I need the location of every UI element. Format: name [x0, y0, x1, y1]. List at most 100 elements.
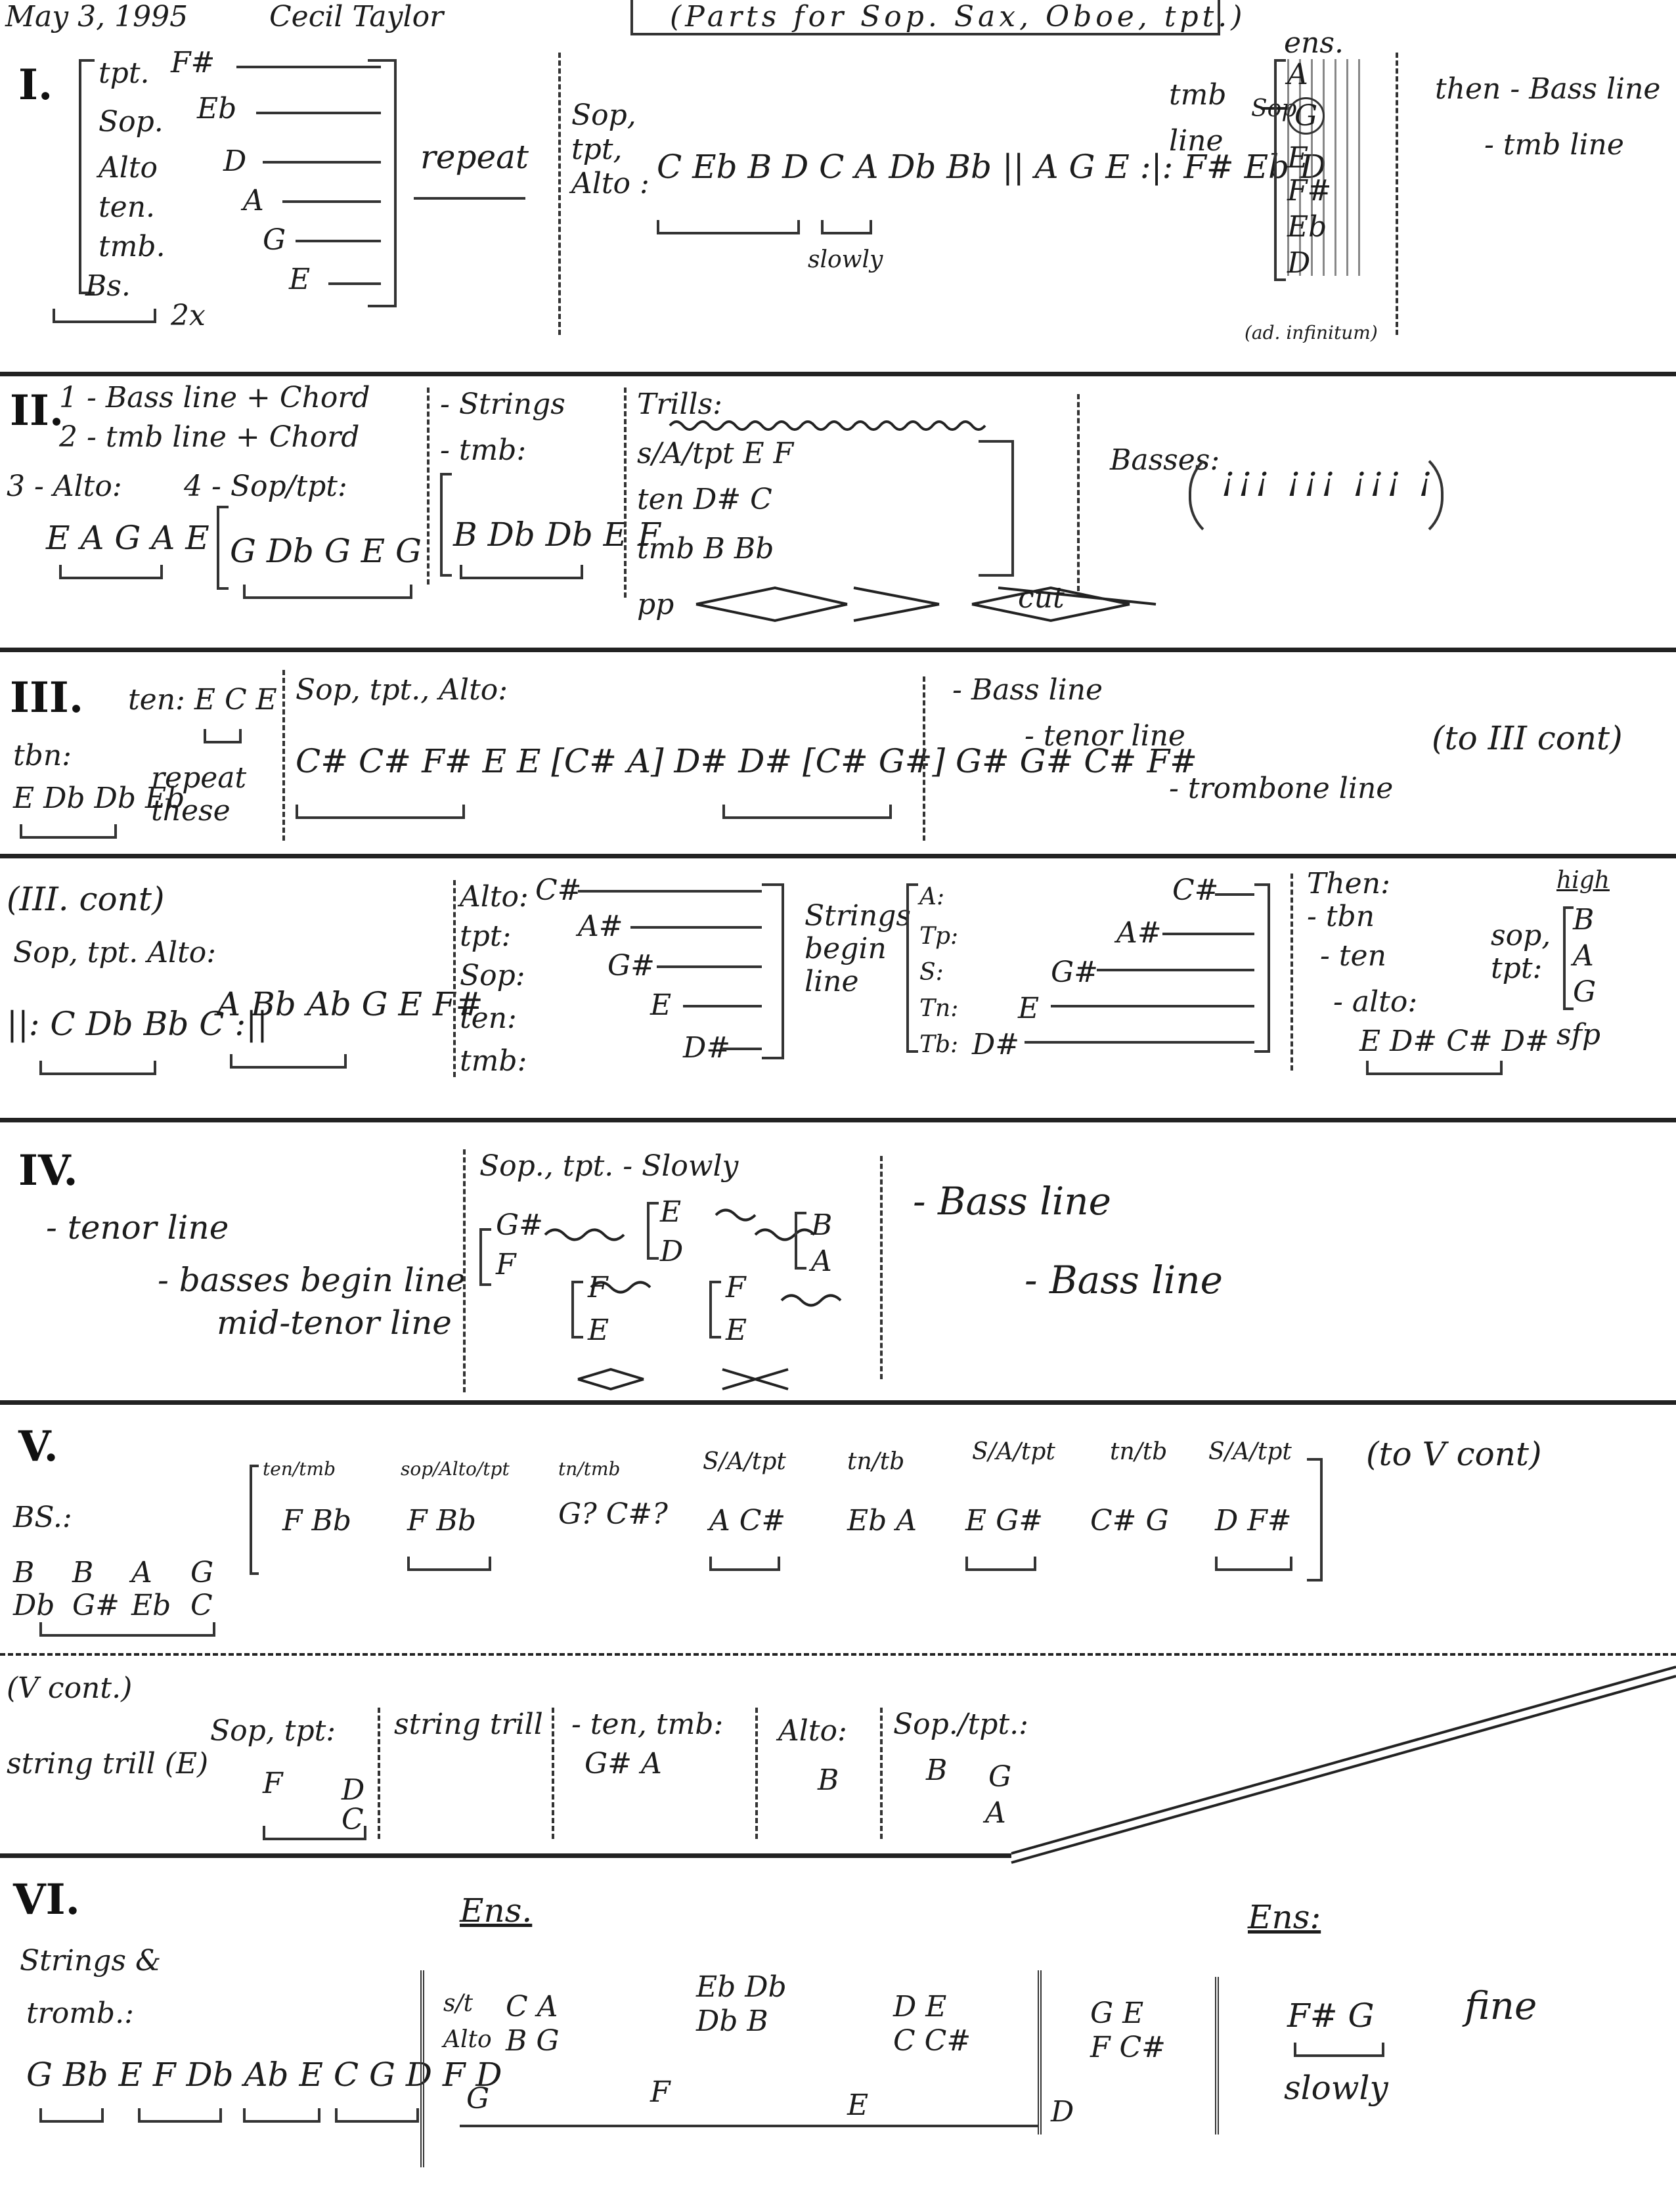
- s5c-n2-b: B: [926, 1754, 948, 1787]
- s4-n-e3: E: [726, 1314, 747, 1347]
- s2-sop-tpt: 4 - Sop/tpt:: [184, 470, 347, 503]
- s6-open-bar: [420, 1970, 433, 2167]
- s3c-part-alto: Alto:: [460, 880, 529, 914]
- s3c-part-sop: Sop:: [460, 959, 525, 992]
- title-box: [630, 0, 1220, 35]
- s5c-n2-g: G: [988, 1760, 1012, 1794]
- section-i-numeral: I.: [18, 60, 53, 110]
- s6-fine: fine: [1465, 1983, 1537, 2028]
- s2-pp: pp: [637, 588, 674, 621]
- s3c-then-alto: - alto:: [1333, 985, 1418, 1019]
- inst-tmb: tmb.: [99, 230, 165, 263]
- s3-sta: Sop, tpt., Alto:: [296, 673, 508, 707]
- s6-final: F# G: [1287, 1997, 1375, 2035]
- s2-tmb: - tmb:: [440, 433, 527, 467]
- s3c-sop-tpt: sop, tpt:: [1491, 919, 1551, 985]
- s1-melody: C Eb B D C A Db Bb || A G E :|: F# Eb D: [657, 148, 1327, 186]
- s3c-notes1: ||: C Db Bb C :||: [7, 1005, 268, 1043]
- s1-voices: Sop, tpt, Alto :: [571, 99, 650, 200]
- ens-note-eb: Eb: [1287, 210, 1327, 244]
- section-v-numeral: V.: [18, 1422, 58, 1471]
- s5-n4: A C#: [709, 1504, 786, 1537]
- s5-n6: E G#: [965, 1504, 1044, 1537]
- repeat-label: repeat: [420, 138, 529, 176]
- s5-g7: tn/tb: [1110, 1438, 1168, 1465]
- s3c-p2-tb: Tb:: [919, 1031, 959, 1058]
- s5c-n-d: D: [342, 1773, 365, 1807]
- note-g: G: [263, 223, 286, 257]
- s3c-n2-4: E: [1018, 992, 1040, 1025]
- s3c-then: Then:: [1307, 867, 1390, 900]
- trill-row-1: s/A/tpt E F: [637, 437, 794, 470]
- section-iv-numeral: IV.: [18, 1146, 78, 1195]
- s5-n2: F Bb: [407, 1504, 477, 1537]
- s3-to-cont: (to III cont): [1432, 719, 1623, 757]
- s6-chord-4: G E F C#: [1090, 1997, 1166, 2064]
- s3c-n2-2: A#: [1116, 916, 1162, 950]
- s4-n-e2: E: [660, 1195, 682, 1229]
- section-vi-numeral: VI.: [13, 1875, 80, 1924]
- s3c-sfp: sfp: [1556, 1018, 1601, 1051]
- rule-3: [0, 854, 1676, 858]
- s3c-n2-1: C#: [1172, 874, 1219, 907]
- ad-infinitum: (ad. infinitum): [1245, 322, 1378, 343]
- s3-tenor-line: - tenor line: [1025, 719, 1185, 753]
- s5c-n2-a: A: [985, 1796, 1006, 1830]
- s5c-string-trill-2: string trill: [394, 1708, 543, 1741]
- s5c-n-c: C: [342, 1803, 364, 1836]
- s3c-note-4: E: [650, 988, 672, 1022]
- s6-st: s/t: [443, 1990, 474, 2017]
- s5-n7: C# G: [1090, 1504, 1169, 1537]
- s3-tbn-notes: E Db Db Eb: [13, 782, 185, 815]
- s5c-ten-notes: G# A: [584, 1747, 662, 1781]
- date: May 3, 1995: [5, 0, 188, 33]
- s3c-n2-5: D#: [972, 1028, 1020, 1061]
- section-iii-numeral: III.: [10, 673, 84, 722]
- s5-n8: D F#: [1215, 1504, 1292, 1537]
- s3-repeat-these: repeat these: [151, 761, 247, 828]
- note-d: D: [223, 144, 247, 178]
- then-bass-line: then - Bass line: [1435, 72, 1661, 106]
- s2-bass-line: 1 - Bass line + Chord: [59, 381, 370, 414]
- s2-strings: - Strings: [440, 387, 565, 421]
- ens-note-e: E: [1287, 141, 1309, 175]
- s3-trombone-line: - trombone line: [1169, 772, 1394, 805]
- s4-tenor: - tenor line: [46, 1208, 229, 1247]
- s1-tmb-line: tmb line: [1169, 78, 1227, 158]
- rule-5: [0, 1400, 1676, 1405]
- s3c-alto-notes: E D# C# D#: [1359, 1025, 1549, 1058]
- s5-g6: S/A/tpt: [972, 1438, 1055, 1465]
- note-eb: Eb: [197, 92, 237, 125]
- composer: Cecil Taylor: [269, 0, 444, 33]
- s4-basses-begin: - basses begin line: [158, 1261, 466, 1299]
- s5-g3: tn/tmb: [558, 1458, 621, 1480]
- inst-bs: Bs.: [85, 269, 131, 303]
- parts-title: (Parts for Sop. Sax, Oboe, tpt.): [670, 0, 1246, 33]
- s5-n3: G? C#?: [558, 1497, 668, 1531]
- section-ii-numeral: II.: [10, 386, 64, 435]
- s5-to-cont: (to V cont): [1366, 1435, 1542, 1473]
- s5-bs: BS.:: [13, 1501, 72, 1534]
- s5c-label: (V cont.): [7, 1671, 133, 1705]
- inst-ten: ten.: [99, 190, 156, 224]
- s6-ens-2: Ens:: [1248, 1898, 1321, 1936]
- s3c-high: high: [1556, 867, 1610, 894]
- inst-tpt: tpt.: [99, 56, 150, 90]
- s3c-note-3: G#: [607, 949, 655, 983]
- s3c-then-ten: - ten: [1320, 939, 1386, 973]
- s3c-p2-a: A:: [919, 883, 945, 910]
- s5c-ten-tmb: - ten, tmb:: [571, 1708, 724, 1741]
- s3c-part-tmb: tmb:: [460, 1044, 527, 1078]
- s4-n-d: D: [660, 1235, 684, 1268]
- then-tmb-line: - tmb line: [1484, 128, 1624, 162]
- s2-alto: 3 - Alto:: [7, 470, 122, 503]
- s4-mid-tenor: mid-tenor line: [217, 1304, 452, 1342]
- s5-g2: sop/Alto/tpt: [401, 1458, 510, 1480]
- s6-strings: Strings &: [20, 1944, 162, 1978]
- basses-ticks: ¡¡¡ ¡¡¡ ¡¡¡ ¡: [1222, 460, 1436, 498]
- s6-slowly: slowly: [1284, 2069, 1388, 2107]
- section-i-bracket: [79, 59, 95, 294]
- ens-note-a: A: [1287, 58, 1308, 91]
- rule-6: [0, 1653, 1676, 1656]
